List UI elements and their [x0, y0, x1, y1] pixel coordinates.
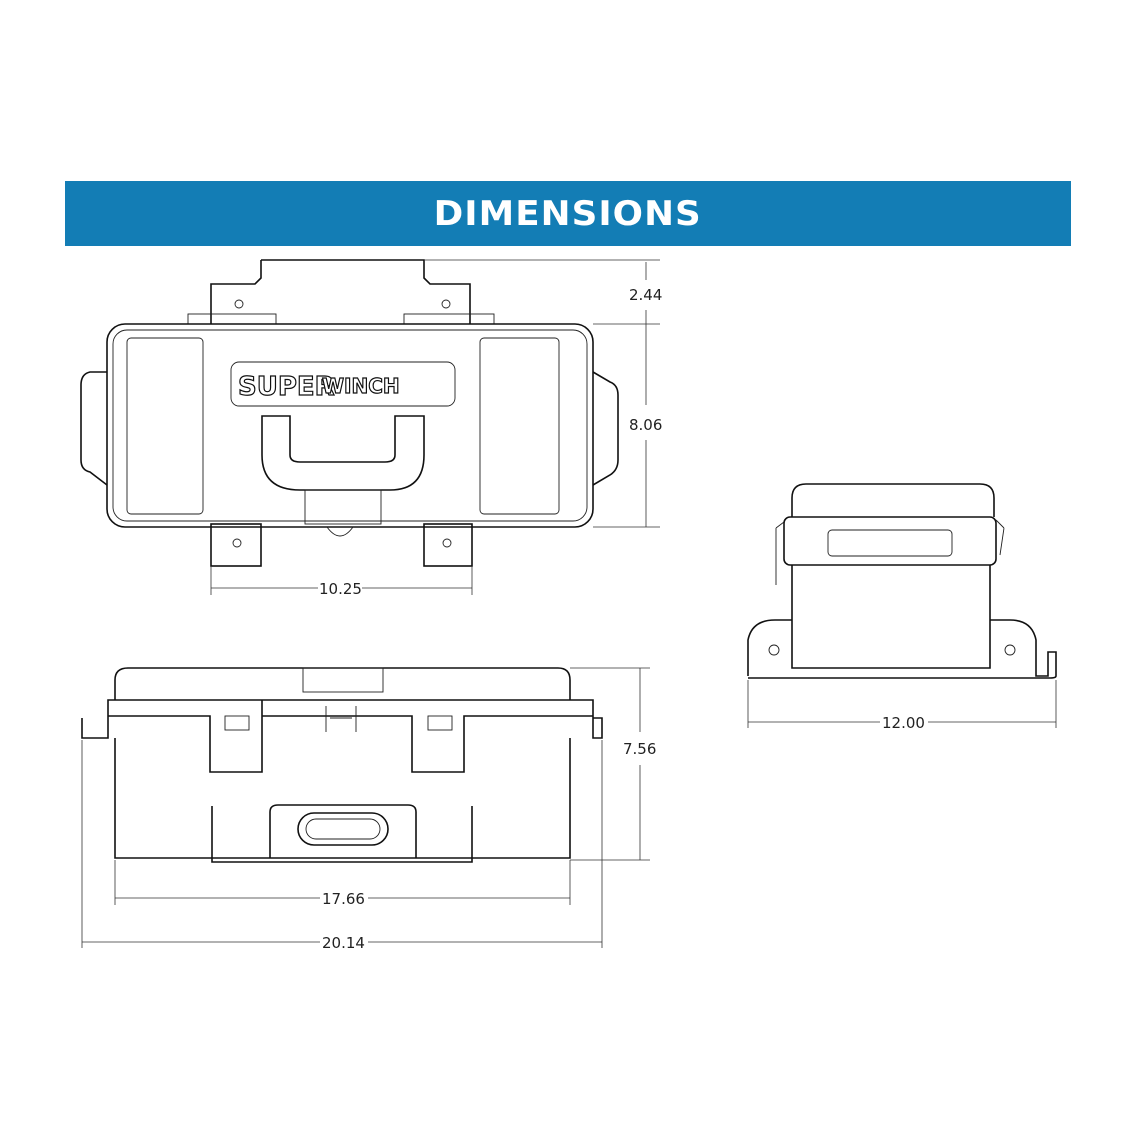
dim-mount-width: 10.25	[319, 580, 362, 598]
dim-body-width: 17.66	[322, 890, 365, 908]
top-view-drawing: SUPER WINCH	[80, 259, 619, 567]
dim-overall-width: 20.14	[322, 934, 365, 952]
top-view-dimensions: 2.44 8.06 10.25	[210, 259, 662, 598]
banner-title: DIMENSIONS	[433, 193, 703, 234]
side-view-dimensions: 12.00	[747, 680, 1057, 732]
side-view-drawing	[747, 483, 1057, 679]
logo-winch: WINCH	[322, 374, 400, 398]
dim-side-depth: 12.00	[882, 714, 925, 732]
dim-bracket-height: 2.44	[629, 286, 662, 304]
front-view-drawing	[81, 667, 603, 863]
dim-front-height: 7.56	[623, 740, 656, 758]
dim-body-height: 8.06	[629, 416, 662, 434]
dimensions-banner: DIMENSIONS	[65, 181, 1071, 246]
front-view-dimensions: 7.56 17.66 20.14	[81, 667, 656, 952]
logo-super: SUPER	[238, 372, 335, 402]
